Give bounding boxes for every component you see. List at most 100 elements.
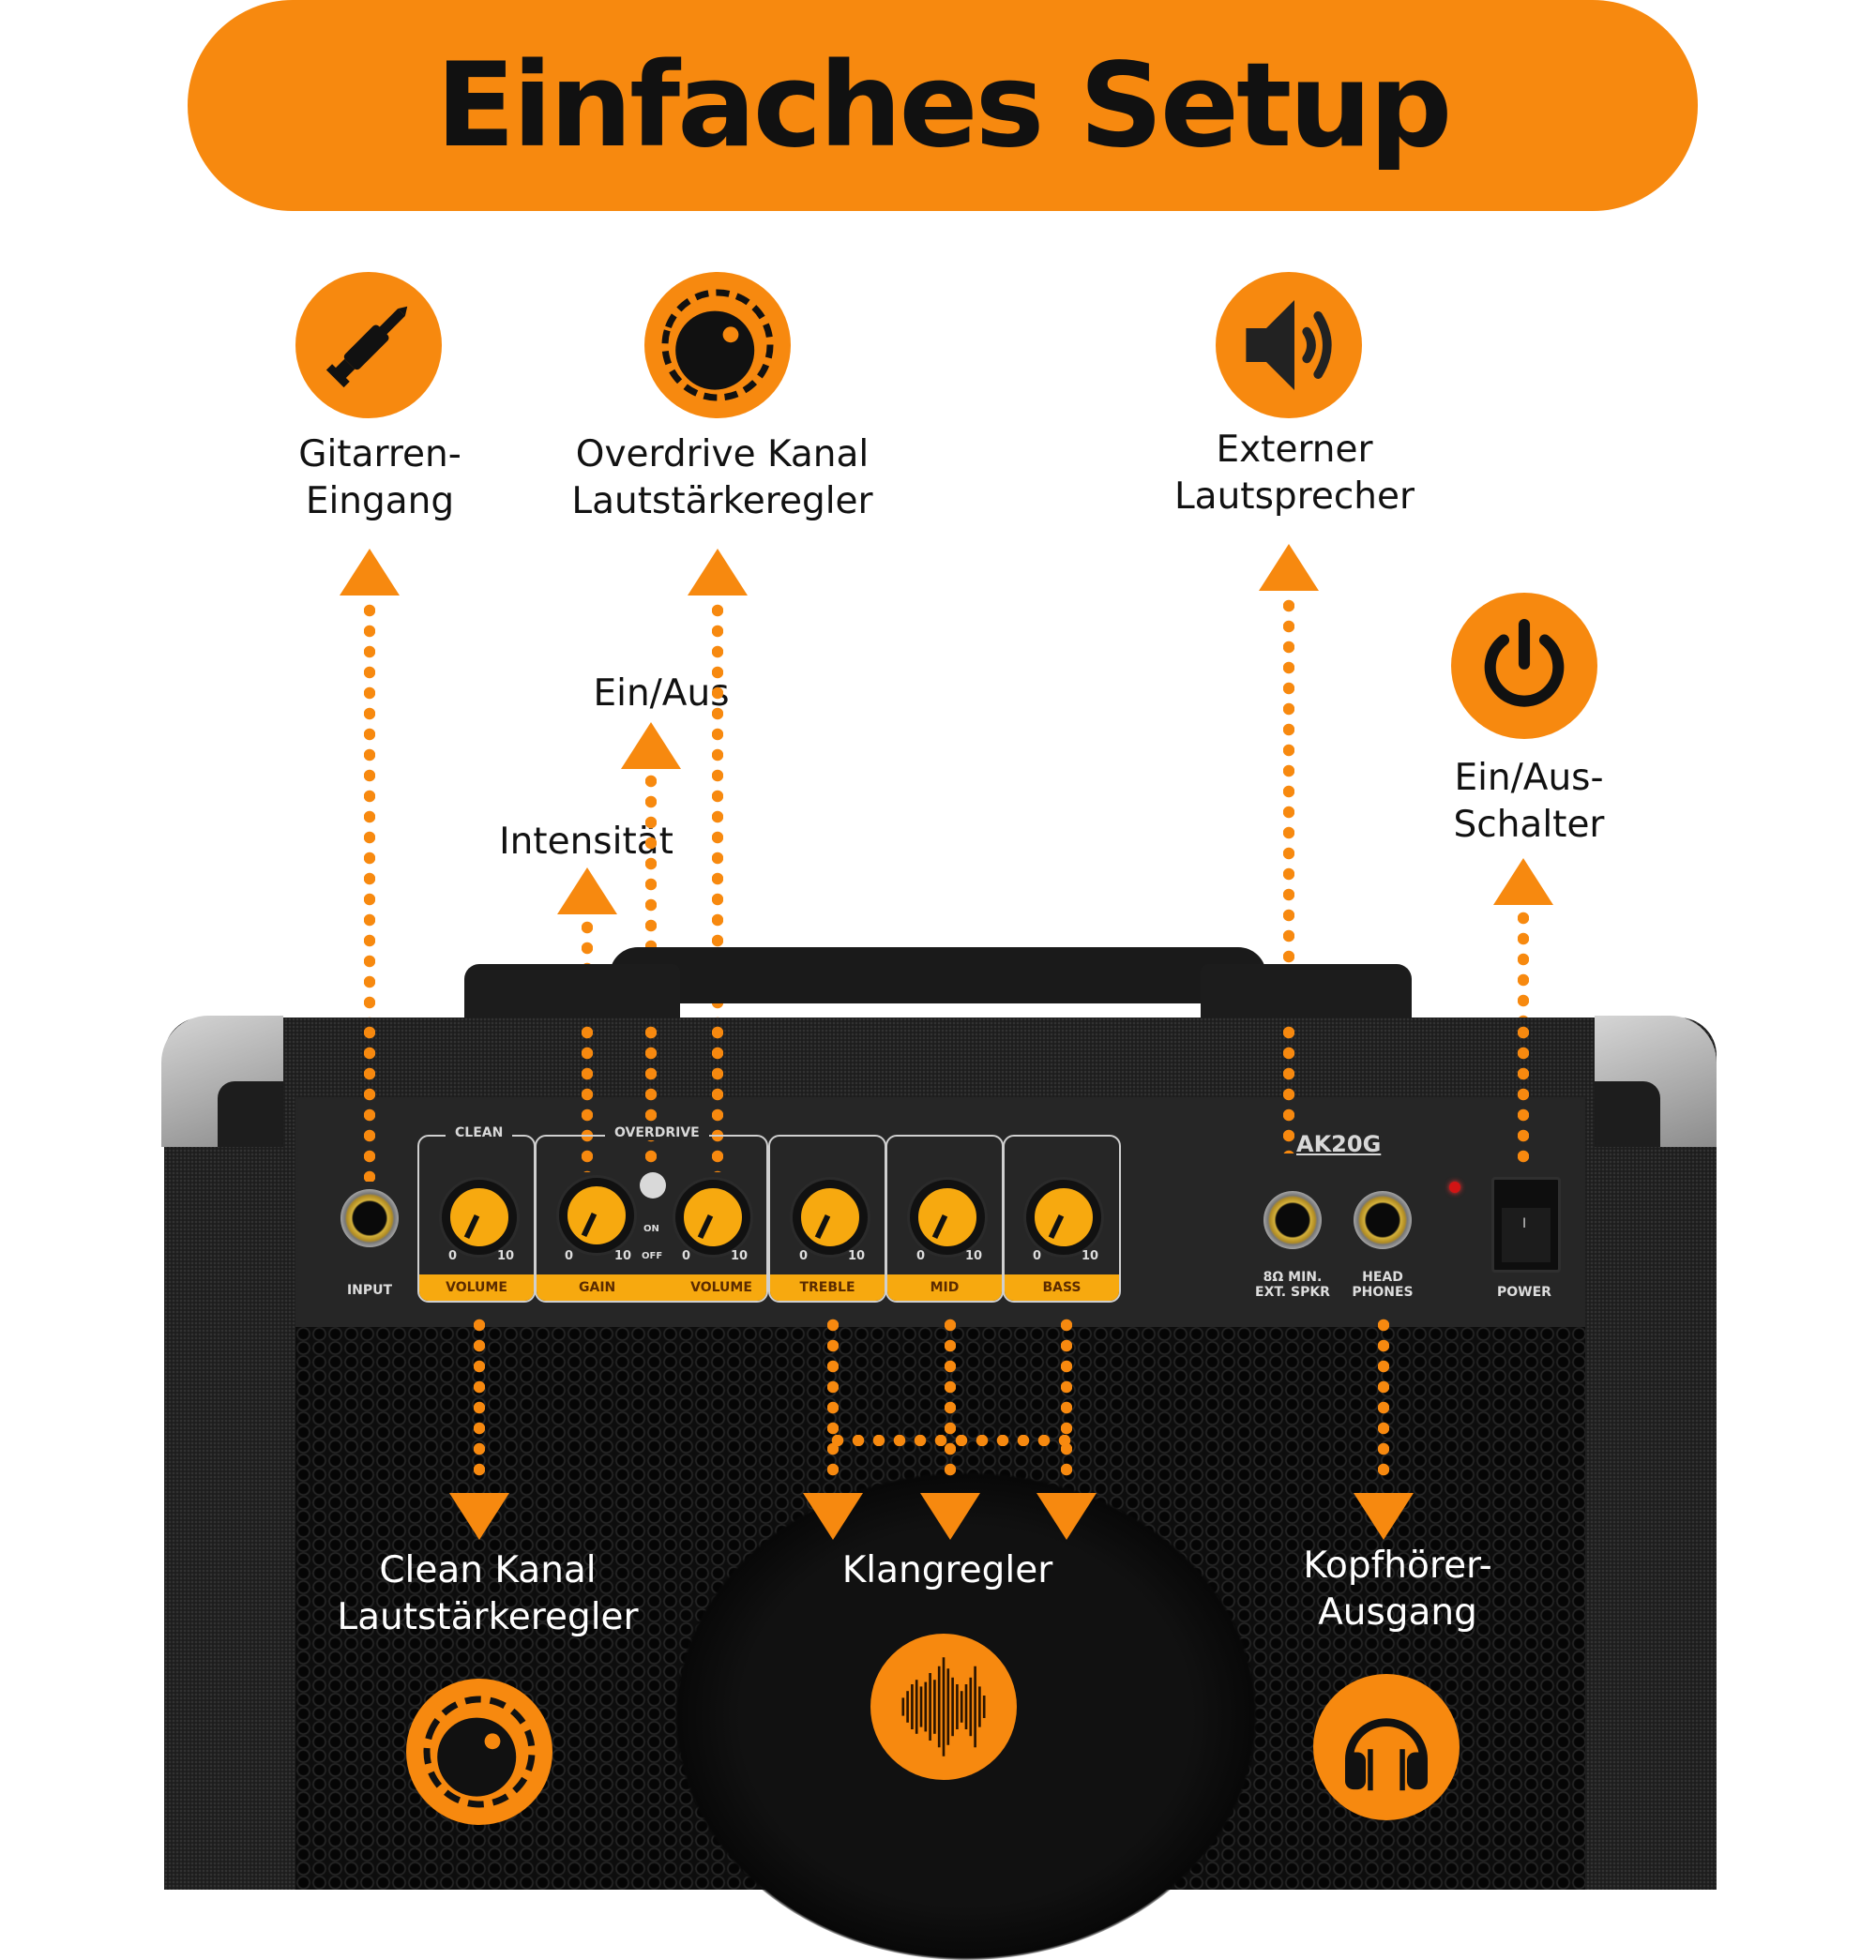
scale-max: 10 bbox=[614, 1249, 632, 1263]
arrow-down-icon bbox=[1036, 1493, 1097, 1540]
mid-group: MID bbox=[885, 1135, 1004, 1303]
input-jack[interactable] bbox=[340, 1189, 399, 1247]
sound-wave-icon bbox=[901, 1657, 986, 1756]
overdrive-switch-label: Ein/Aus bbox=[593, 672, 730, 715]
label-line: Ausgang bbox=[1318, 1591, 1477, 1634]
scale-min: 0 bbox=[682, 1249, 691, 1263]
scale-max: 10 bbox=[497, 1249, 515, 1263]
scale-min: 0 bbox=[1033, 1249, 1042, 1263]
scale-min: 0 bbox=[799, 1249, 809, 1263]
headphones-jack[interactable] bbox=[1354, 1191, 1412, 1249]
scale-min: 0 bbox=[565, 1249, 574, 1263]
label-line: PHONES bbox=[1352, 1285, 1414, 1300]
headphones-icon bbox=[1345, 1718, 1428, 1791]
dotted-connector bbox=[827, 1315, 839, 1484]
scale-min: 0 bbox=[916, 1249, 926, 1263]
amp-handle-bracket-right bbox=[1201, 964, 1412, 1022]
guitar-jack-icon bbox=[325, 306, 408, 388]
label-line: Clean Kanal bbox=[379, 1549, 597, 1591]
dotted-connector bbox=[474, 1315, 485, 1484]
arrow-up-icon bbox=[1259, 544, 1319, 591]
label-line: Lautsprecher bbox=[1173, 475, 1415, 518]
clean-volume-feature-icon bbox=[406, 1679, 552, 1825]
label-line: Gitarren- bbox=[298, 433, 461, 475]
switch-on-label: ON bbox=[643, 1224, 659, 1234]
knob-label: BASS bbox=[1005, 1274, 1119, 1301]
arrow-up-icon bbox=[688, 549, 748, 596]
label-line: Overdrive Kanal bbox=[575, 433, 870, 475]
power-icon bbox=[1484, 618, 1565, 707]
label-line: EXT. SPKR bbox=[1255, 1285, 1330, 1300]
ext-speaker-jack[interactable] bbox=[1263, 1191, 1322, 1249]
overdrive-switch-button[interactable] bbox=[640, 1172, 666, 1199]
page-title: Einfaches Setup bbox=[435, 38, 1453, 173]
guitar-input-label: Gitarren- Eingang bbox=[272, 431, 488, 525]
dotted-connector bbox=[1378, 1315, 1389, 1484]
arrow-up-icon bbox=[621, 722, 681, 769]
ext-speaker-label: 8Ω MIN. EXT. SPKR bbox=[1236, 1270, 1349, 1300]
label-line: Eingang bbox=[305, 480, 455, 522]
input-label: INPUT bbox=[346, 1283, 393, 1298]
gain-intensity-label: Intensität bbox=[499, 821, 673, 863]
dotted-connector bbox=[1061, 1315, 1072, 1484]
overdrive-group: GAIN VOLUME bbox=[535, 1135, 768, 1303]
clean-volume-label: Clean Kanal Lautstärkeregler bbox=[310, 1547, 666, 1641]
label-line: HEAD bbox=[1362, 1270, 1403, 1285]
power-rocker-switch[interactable] bbox=[1491, 1177, 1561, 1273]
label-line: 8Ω MIN. bbox=[1263, 1270, 1323, 1285]
knob-label: VOLUME bbox=[690, 1280, 752, 1295]
amp-handle bbox=[610, 947, 1266, 1003]
arrow-up-icon bbox=[340, 549, 400, 596]
arrow-down-icon bbox=[449, 1493, 509, 1540]
headphones-label: HEAD PHONES bbox=[1326, 1270, 1439, 1300]
dotted-connector bbox=[364, 1022, 375, 1182]
knob-label: GAIN bbox=[579, 1280, 616, 1295]
label-line: Schalter bbox=[1453, 804, 1605, 846]
headphones-output-feature-icon bbox=[1313, 1674, 1460, 1820]
overdrive-group-title: OVERDRIVE bbox=[605, 1125, 709, 1140]
mid-knob[interactable] bbox=[910, 1180, 985, 1255]
scale-min: 0 bbox=[448, 1249, 458, 1263]
cabinet-corner-protector bbox=[1595, 1016, 1717, 1147]
tone-controls-feature-icon bbox=[870, 1634, 1017, 1780]
scale-max: 10 bbox=[848, 1249, 866, 1263]
knob-dial-icon bbox=[661, 289, 774, 401]
overdrive-volume-label: Overdrive Kanal Lautstärkeregler bbox=[553, 431, 891, 525]
power-switch-feature-icon bbox=[1451, 593, 1597, 739]
knob-label: TREBLE bbox=[770, 1274, 885, 1301]
knob-dial-icon bbox=[423, 1696, 536, 1808]
label-line: Lautstärkeregler bbox=[571, 480, 873, 522]
title-banner: Einfaches Setup bbox=[188, 0, 1698, 211]
arrow-up-icon bbox=[557, 867, 617, 914]
power-led bbox=[1449, 1182, 1460, 1193]
dotted-connector bbox=[1283, 1022, 1294, 1153]
knob-label: MID bbox=[887, 1274, 1002, 1301]
overdrive-volume-knob[interactable] bbox=[675, 1180, 750, 1255]
clean-volume-knob[interactable] bbox=[442, 1180, 517, 1255]
dotted-connector bbox=[1518, 1022, 1529, 1163]
overdrive-volume-feature-icon bbox=[644, 272, 791, 418]
scale-max: 10 bbox=[731, 1249, 749, 1263]
power-label: POWER bbox=[1497, 1285, 1551, 1300]
scale-max: 10 bbox=[965, 1249, 983, 1263]
bass-group: BASS bbox=[1003, 1135, 1121, 1303]
bass-knob[interactable] bbox=[1026, 1180, 1101, 1255]
tone-controls-label: Klangregler bbox=[841, 1549, 1053, 1591]
arrow-down-icon bbox=[920, 1493, 980, 1540]
cabinet-corner-protector bbox=[161, 1016, 283, 1147]
label-line: Ein/Aus- bbox=[1454, 757, 1604, 799]
amp-handle-bracket-left bbox=[464, 964, 680, 1022]
treble-knob[interactable] bbox=[793, 1180, 868, 1255]
label-line: Externer bbox=[1216, 429, 1373, 471]
label-line: Lautstärkeregler bbox=[337, 1596, 639, 1638]
model-name: AK20G bbox=[1296, 1131, 1382, 1157]
overdrive-gain-knob[interactable] bbox=[559, 1178, 634, 1253]
rocker-mark: I bbox=[1522, 1216, 1527, 1231]
scale-max: 10 bbox=[1082, 1249, 1099, 1263]
arrow-up-icon bbox=[1493, 858, 1553, 905]
dotted-connector bbox=[827, 1435, 1071, 1446]
guitar-input-feature-icon bbox=[295, 272, 442, 418]
switch-off-label: OFF bbox=[642, 1251, 663, 1261]
arrow-down-icon bbox=[803, 1493, 863, 1540]
knob-label: VOLUME bbox=[419, 1274, 534, 1301]
